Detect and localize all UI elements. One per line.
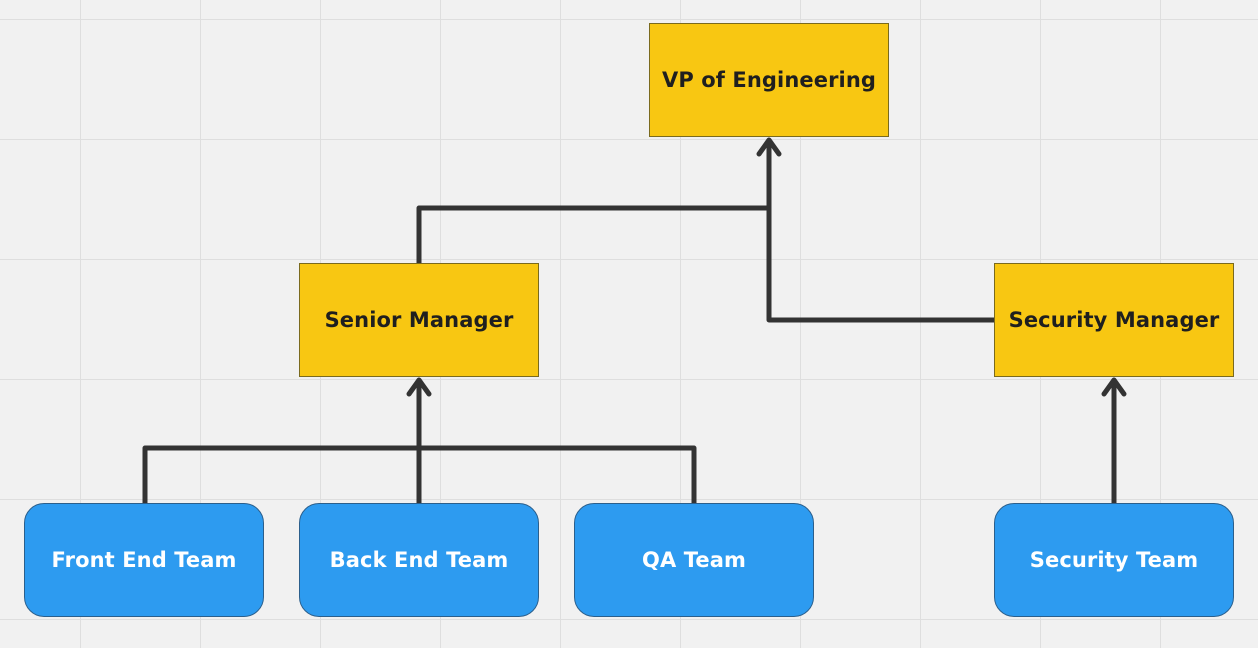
node-label: Back End Team xyxy=(329,548,509,572)
connector-qa-team-to-senior-manager xyxy=(419,445,697,503)
node-back-end-team[interactable]: Back End Team xyxy=(299,503,539,617)
node-front-end-team[interactable]: Front End Team xyxy=(24,503,264,617)
node-senior-manager[interactable]: Senior Manager xyxy=(299,263,539,377)
connector-senior-manager-to-vp xyxy=(416,205,769,263)
node-qa-team[interactable]: QA Team xyxy=(574,503,814,617)
connector-security-manager-to-vp xyxy=(766,140,994,323)
arrowhead-vp xyxy=(756,137,782,157)
node-label: Security Manager xyxy=(1008,308,1220,332)
node-label: QA Team xyxy=(642,548,746,572)
node-label: Senior Manager xyxy=(324,308,514,332)
node-security-manager[interactable]: Security Manager xyxy=(994,263,1234,377)
node-label: Front End Team xyxy=(51,548,237,572)
node-security-team[interactable]: Security Team xyxy=(994,503,1234,617)
node-label: Security Team xyxy=(1029,548,1199,572)
arrowhead-senior-manager xyxy=(406,377,432,397)
node-vp-of-engineering[interactable]: VP of Engineering xyxy=(649,23,889,137)
arrowhead-security-manager xyxy=(1101,377,1127,397)
node-label: VP of Engineering xyxy=(661,68,877,92)
connector-front-end-team-to-senior-manager xyxy=(142,445,419,503)
